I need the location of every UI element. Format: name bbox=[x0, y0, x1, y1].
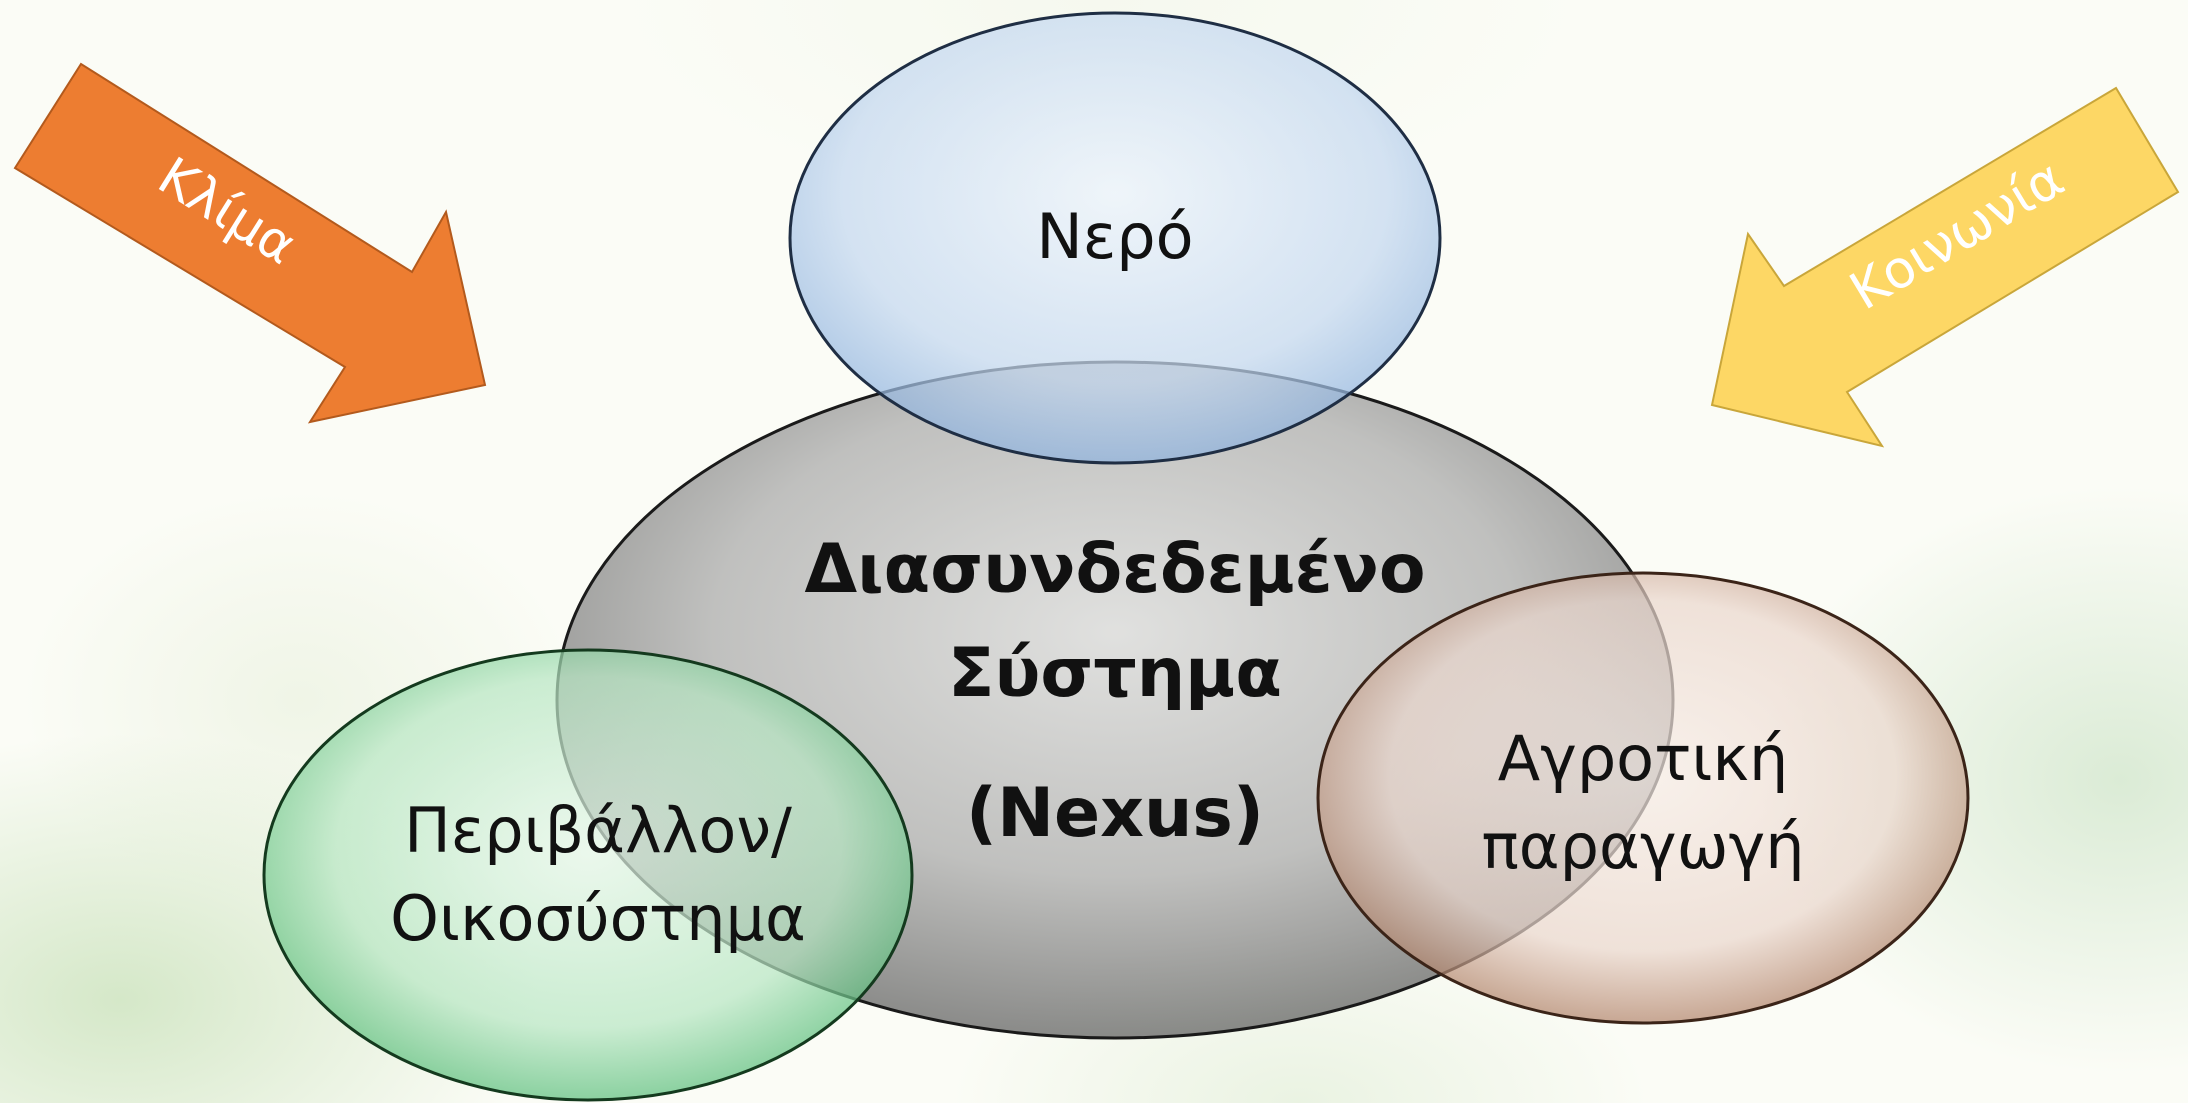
environment-label-line2: Οικοσύστημα bbox=[390, 882, 806, 955]
nexus-label-line1: Διασυνδεδεμένο bbox=[804, 530, 1425, 609]
water-node: Νερό bbox=[788, 11, 1442, 465]
agriculture-label-line1: Αγροτική bbox=[1498, 722, 1789, 795]
agriculture-node: Αγροτική παραγωγή bbox=[1316, 571, 1970, 1025]
society-arrow: Κοινωνία bbox=[1710, 86, 2180, 448]
water-label: Νερό bbox=[1036, 200, 1193, 273]
climate-arrow-shape bbox=[13, 62, 487, 424]
climate-arrow: Κλίμα bbox=[13, 62, 487, 424]
environment-label-line1: Περιβάλλον/ bbox=[404, 794, 792, 867]
nexus-label-line2: Σύστημα bbox=[948, 634, 1282, 713]
environment-node: Περιβάλλον/ Οικοσύστημα bbox=[262, 648, 914, 1102]
agriculture-label-line2: παραγωγή bbox=[1481, 810, 1804, 883]
society-arrow-shape bbox=[1710, 86, 2180, 448]
environment-ellipse bbox=[262, 648, 914, 1102]
agriculture-ellipse bbox=[1316, 571, 1970, 1025]
nexus-label-line3: (Nexus) bbox=[966, 774, 1264, 853]
water-ellipse bbox=[788, 11, 1442, 465]
